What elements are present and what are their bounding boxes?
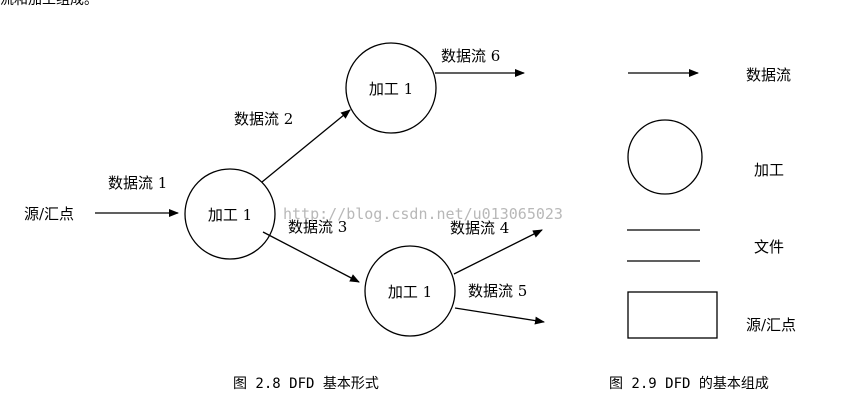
data-flow-4-label: 数据流 4: [450, 219, 509, 237]
process-main-circle: [184, 168, 276, 260]
process-bottom-label: 加工 1: [388, 283, 432, 301]
legend-process-symbol: [627, 119, 703, 195]
watermark-text: http://blog.csdn.net/u013065023: [283, 205, 563, 223]
data-flow-5-arrow: [454, 307, 545, 325]
top-partial-text: 流和加工组成。: [0, 0, 98, 8]
legend-data-flow-label: 数据流: [746, 66, 791, 84]
process-main-label: 加工 1: [208, 206, 252, 224]
data-flow-6-label: 数据流 6: [441, 47, 500, 65]
figure-2-8-caption: 图 2.8 DFD 基本形式: [233, 375, 379, 392]
figure-2-9-caption: 图 2.9 DFD 的基本组成: [609, 375, 769, 392]
data-flow-4-arrow: [453, 229, 543, 275]
data-flow-5-label: 数据流 5: [468, 282, 527, 300]
process-bottom-circle: [364, 245, 456, 337]
data-flow-2-arrow: [261, 109, 351, 183]
dfd-components-legend: 数据流 加工 文件 源/汇点 图 2.9 DFD 的基本组成: [609, 66, 796, 392]
data-flow-2-label: 数据流 2: [234, 110, 293, 128]
legend-source-sink-symbol: [627, 291, 718, 339]
data-flow-1-label: 数据流 1: [108, 174, 167, 192]
process-top-circle: [345, 42, 437, 134]
legend-process-label: 加工: [754, 161, 784, 179]
data-flow-3-label: 数据流 3: [288, 218, 347, 236]
process-top-label: 加工 1: [369, 80, 413, 98]
dfd-basic-form: 源/汇点 数据流 1 加工 1 数据流 2 加工 1 数据流 6 数据流 3 加…: [24, 42, 545, 392]
legend-file-label: 文件: [754, 238, 784, 256]
legend-source-sink-label: 源/汇点: [746, 316, 796, 334]
data-flow-3-arrow: [262, 231, 360, 283]
source-sink-label: 源/汇点: [24, 205, 74, 223]
